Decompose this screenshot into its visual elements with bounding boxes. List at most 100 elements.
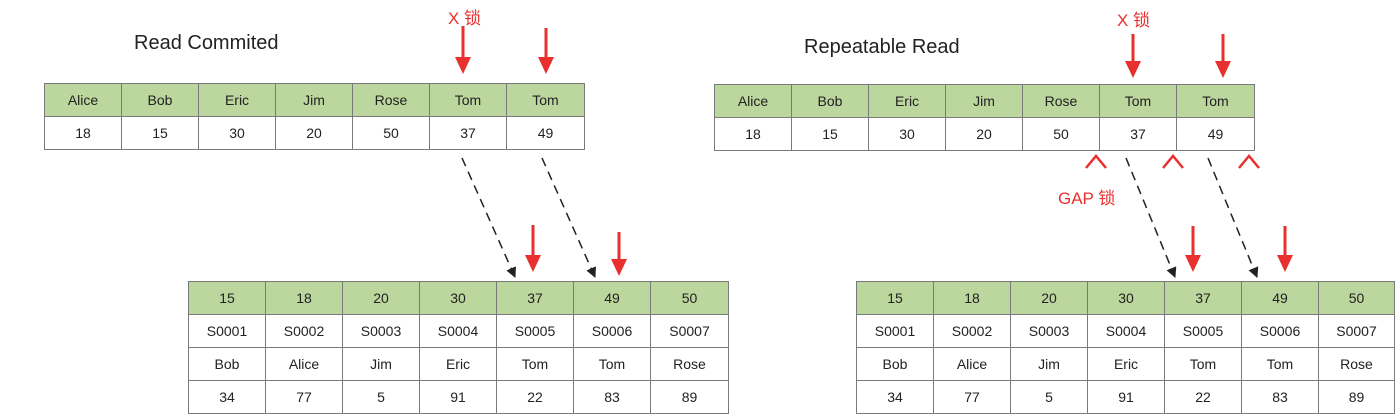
right-panel-title: Repeatable Read bbox=[804, 36, 960, 58]
left-clustered-score-row: 34 77 5 91 22 83 89 bbox=[188, 380, 729, 414]
clustered-name-cell: Eric bbox=[419, 347, 497, 381]
clustered-name-cell: Alice bbox=[265, 347, 343, 381]
index-age-cell: 20 bbox=[945, 117, 1023, 151]
clustered-name-cell: Bob bbox=[188, 347, 266, 381]
right-row-lock-arrow bbox=[1185, 226, 1201, 272]
clustered-key-cell: 50 bbox=[1318, 281, 1395, 315]
left-row-lock-arrow bbox=[611, 232, 627, 276]
clustered-id-cell: S0007 bbox=[1318, 314, 1395, 348]
left-row-lock-arrow bbox=[525, 225, 541, 272]
index-age-cell: 50 bbox=[1022, 117, 1100, 151]
clustered-score-cell: 83 bbox=[1241, 380, 1319, 414]
clustered-id-cell: S0006 bbox=[1241, 314, 1319, 348]
index-name-cell: Tom bbox=[429, 83, 507, 117]
clustered-score-cell: 83 bbox=[573, 380, 651, 414]
left-dashed-pointer bbox=[541, 157, 596, 278]
gap-lock-caret bbox=[1238, 154, 1260, 169]
clustered-score-cell: 5 bbox=[1010, 380, 1088, 414]
gap-lock-caret bbox=[1085, 154, 1107, 169]
right-x-lock-arrow bbox=[1125, 34, 1141, 78]
right-secondary-index-table: Alice Bob Eric Jim Rose Tom Tom 18 15 30… bbox=[714, 84, 1255, 151]
clustered-key-cell: 50 bbox=[650, 281, 729, 315]
index-name-cell: Eric bbox=[868, 84, 946, 118]
index-age-cell: 37 bbox=[429, 116, 507, 150]
right-clustered-score-row: 34 77 5 91 22 83 89 bbox=[856, 380, 1395, 414]
index-name-cell: Rose bbox=[352, 83, 430, 117]
clustered-score-cell: 22 bbox=[1164, 380, 1242, 414]
index-name-cell: Tom bbox=[506, 83, 585, 117]
gap-lock-caret bbox=[1162, 154, 1184, 169]
clustered-score-cell: 91 bbox=[419, 380, 497, 414]
index-name-cell: Tom bbox=[1176, 84, 1255, 118]
index-age-cell: 15 bbox=[121, 116, 199, 150]
index-name-cell: Jim bbox=[275, 83, 353, 117]
index-name-cell: Alice bbox=[44, 83, 122, 117]
clustered-key-cell: 49 bbox=[573, 281, 651, 315]
clustered-score-cell: 89 bbox=[1318, 380, 1395, 414]
clustered-score-cell: 34 bbox=[856, 380, 934, 414]
clustered-key-cell: 18 bbox=[933, 281, 1011, 315]
clustered-id-cell: S0001 bbox=[856, 314, 934, 348]
right-index-age-row: 18 15 30 20 50 37 49 bbox=[714, 117, 1255, 151]
right-gap-lock-label: GAP 锁 bbox=[1058, 189, 1116, 208]
clustered-score-cell: 5 bbox=[342, 380, 420, 414]
right-index-name-row: Alice Bob Eric Jim Rose Tom Tom bbox=[714, 84, 1255, 118]
clustered-key-cell: 49 bbox=[1241, 281, 1319, 315]
clustered-score-cell: 77 bbox=[933, 380, 1011, 414]
clustered-score-cell: 89 bbox=[650, 380, 729, 414]
left-clustered-index-table: 15 18 20 30 37 49 50 S0001 S0002 S0003 S… bbox=[188, 281, 729, 414]
clustered-key-cell: 37 bbox=[1164, 281, 1242, 315]
right-clustered-id-row: S0001 S0002 S0003 S0004 S0005 S0006 S000… bbox=[856, 314, 1395, 348]
index-name-cell: Jim bbox=[945, 84, 1023, 118]
index-name-cell: Alice bbox=[714, 84, 792, 118]
clustered-name-cell: Tom bbox=[573, 347, 651, 381]
clustered-key-cell: 15 bbox=[188, 281, 266, 315]
index-age-cell: 18 bbox=[44, 116, 122, 150]
left-panel-title: Read Commited bbox=[134, 32, 279, 54]
clustered-name-cell: Tom bbox=[1241, 347, 1319, 381]
left-clustered-id-row: S0001 S0002 S0003 S0004 S0005 S0006 S000… bbox=[188, 314, 729, 348]
right-clustered-index-table: 15 18 20 30 37 49 50 S0001 S0002 S0003 S… bbox=[856, 281, 1395, 414]
clustered-id-cell: S0002 bbox=[933, 314, 1011, 348]
clustered-name-cell: Jim bbox=[1010, 347, 1088, 381]
clustered-id-cell: S0003 bbox=[1010, 314, 1088, 348]
clustered-name-cell: Rose bbox=[1318, 347, 1395, 381]
clustered-name-cell: Tom bbox=[1164, 347, 1242, 381]
clustered-key-cell: 18 bbox=[265, 281, 343, 315]
clustered-name-cell: Tom bbox=[496, 347, 574, 381]
clustered-score-cell: 77 bbox=[265, 380, 343, 414]
index-age-cell: 37 bbox=[1099, 117, 1177, 151]
index-name-cell: Bob bbox=[791, 84, 869, 118]
index-name-cell: Bob bbox=[121, 83, 199, 117]
index-age-cell: 49 bbox=[1176, 117, 1255, 151]
left-x-lock-arrow bbox=[455, 26, 471, 74]
right-row-lock-arrow bbox=[1277, 226, 1293, 272]
clustered-id-cell: S0004 bbox=[1087, 314, 1165, 348]
clustered-id-cell: S0004 bbox=[419, 314, 497, 348]
left-x-lock-arrow bbox=[538, 28, 554, 74]
clustered-key-cell: 37 bbox=[496, 281, 574, 315]
clustered-key-cell: 20 bbox=[342, 281, 420, 315]
clustered-id-cell: S0002 bbox=[265, 314, 343, 348]
clustered-name-cell: Eric bbox=[1087, 347, 1165, 381]
right-clustered-name-row: Bob Alice Jim Eric Tom Tom Rose bbox=[856, 347, 1395, 381]
index-age-cell: 30 bbox=[868, 117, 946, 151]
index-age-cell: 49 bbox=[506, 116, 585, 150]
clustered-id-cell: S0007 bbox=[650, 314, 729, 348]
right-x-lock-label: X 锁 bbox=[1117, 11, 1151, 30]
clustered-id-cell: S0006 bbox=[573, 314, 651, 348]
clustered-key-cell: 30 bbox=[419, 281, 497, 315]
clustered-score-cell: 34 bbox=[188, 380, 266, 414]
clustered-name-cell: Bob bbox=[856, 347, 934, 381]
clustered-name-cell: Alice bbox=[933, 347, 1011, 381]
clustered-score-cell: 22 bbox=[496, 380, 574, 414]
index-age-cell: 30 bbox=[198, 116, 276, 150]
clustered-id-cell: S0001 bbox=[188, 314, 266, 348]
index-age-cell: 15 bbox=[791, 117, 869, 151]
right-dashed-pointer bbox=[1125, 157, 1177, 278]
clustered-name-cell: Jim bbox=[342, 347, 420, 381]
index-name-cell: Eric bbox=[198, 83, 276, 117]
index-age-cell: 18 bbox=[714, 117, 792, 151]
left-secondary-index-table: Alice Bob Eric Jim Rose Tom Tom 18 15 30… bbox=[44, 83, 585, 150]
left-clustered-name-row: Bob Alice Jim Eric Tom Tom Rose bbox=[188, 347, 729, 381]
